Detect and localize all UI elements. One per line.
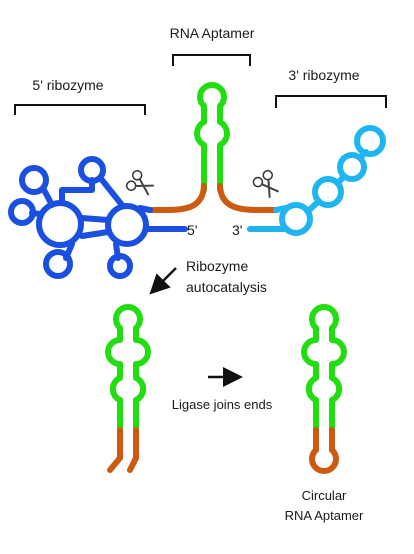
end-5-label: 5' (187, 222, 197, 238)
autocatalysis-label-1: Ribozyme (186, 258, 248, 274)
circular-label-2: RNA Aptamer (285, 508, 364, 523)
rna-aptamer-label: RNA Aptamer (170, 25, 255, 41)
circular-aptamer-green (301, 304, 347, 433)
linker-3 (217, 183, 278, 213)
aptamer-bracket (172, 54, 251, 66)
scissors-icon (125, 170, 155, 196)
scissors-icon (252, 169, 279, 199)
linker-5 (147, 183, 207, 213)
ribozyme-3-structure (247, 125, 386, 236)
ribozyme-5-bracket (14, 104, 146, 115)
ligase-label: Ligase joins ends (172, 397, 273, 412)
linear-aptamer-green (105, 304, 151, 433)
aptamer-stemloop-top (194, 82, 230, 193)
circular-label-1: Circular (302, 488, 347, 503)
ribozyme-3-label: 3' ribozyme (288, 67, 359, 83)
ribozyme-5-structure (8, 156, 188, 279)
linear-aptamer-orange (107, 427, 139, 473)
ribozyme-3-bracket (275, 95, 387, 108)
ribozyme-5-label: 5' ribozyme (32, 77, 103, 93)
end-3-label: 3' (232, 222, 242, 238)
autocatalysis-arrow (149, 267, 177, 295)
circular-aptamer-orange (309, 427, 339, 474)
autocatalysis-label-2: autocatalysis (186, 279, 267, 295)
